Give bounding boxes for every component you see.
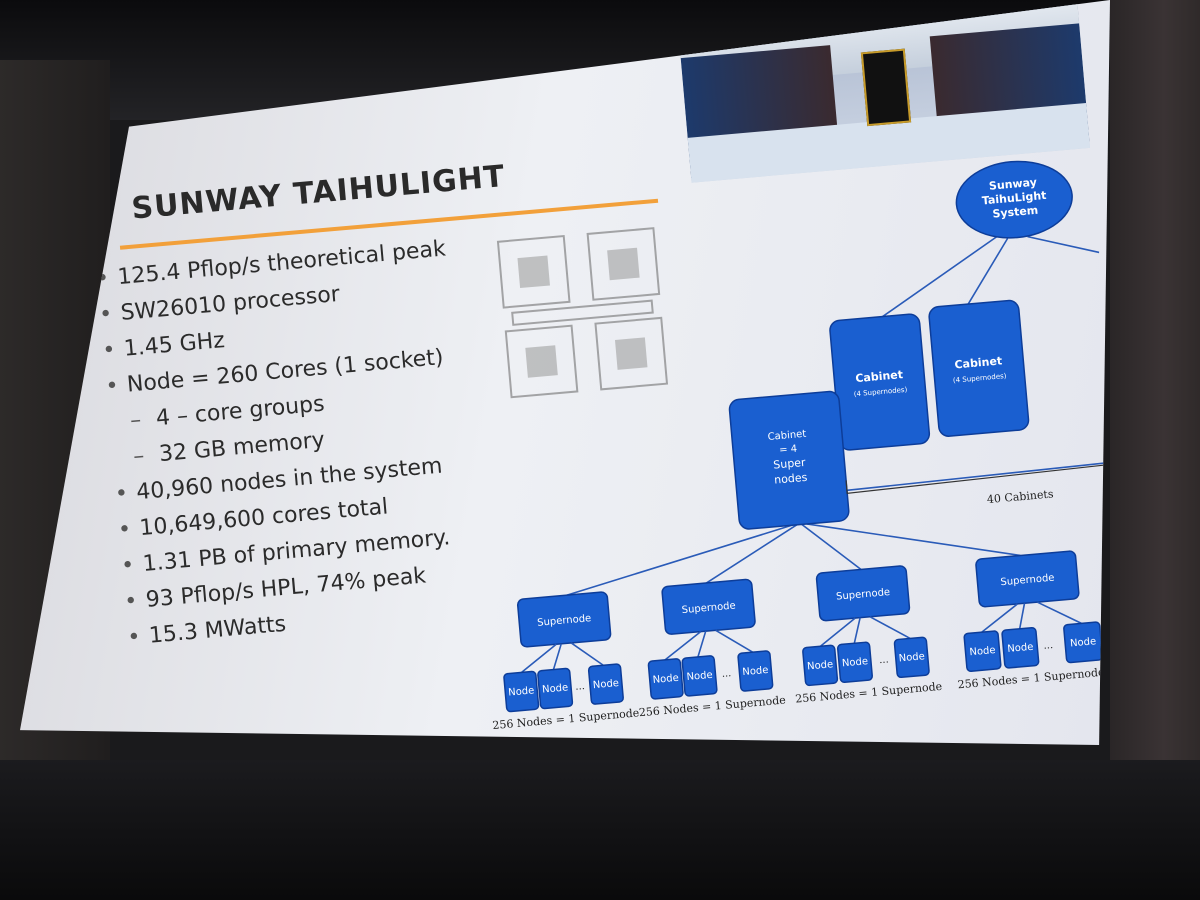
- supernode-box: [661, 578, 756, 635]
- system-line-1: Sunway: [988, 176, 1037, 193]
- cabinets-count-label: 40 Cabinets: [986, 487, 1054, 506]
- supernode-group-1: Supernode Node Node ... Node 256 Nodes =…: [492, 591, 640, 732]
- supernode-box: [516, 591, 612, 648]
- cabinets-bracket: [845, 463, 1110, 494]
- svg-text:Cabinet: Cabinet: [855, 368, 904, 385]
- supernode-group-4: Supernode Node Node ... Node 256 Nodes =…: [957, 550, 1105, 691]
- node-box: [503, 670, 540, 713]
- node-box: [537, 667, 574, 710]
- system-hierarchy-diagram: Sunway TaihuLight System Cabinet (4 Supe…: [492, 160, 1110, 732]
- projected-slide: SUNWAY TAIHULIGHT 125.4 Pflop/s theoreti…: [20, 0, 1110, 745]
- processor-diagram-sketch: [496, 227, 669, 399]
- supernode-label: Supernode: [537, 613, 592, 629]
- svg-text:Node: Node: [592, 678, 619, 691]
- svg-text:Node: Node: [969, 645, 996, 658]
- svg-text:nodes: nodes: [774, 471, 808, 487]
- node-box: [737, 650, 774, 692]
- node-box: [1001, 626, 1040, 669]
- cabinet-box: Cabinet (4 Supernodes): [928, 299, 1030, 437]
- svg-text:= 4: = 4: [779, 444, 798, 457]
- room-floor: [0, 760, 1200, 900]
- ellipsis: ...: [721, 668, 731, 680]
- ellipsis: ...: [575, 681, 585, 693]
- svg-text:Node: Node: [842, 656, 869, 669]
- svg-text:Node: Node: [742, 665, 769, 678]
- system-line-2: TaihuLight: [981, 189, 1047, 208]
- node-box: [963, 630, 1002, 672]
- svg-text:Node: Node: [686, 670, 713, 683]
- ellipsis: ...: [1043, 640, 1053, 652]
- supernode-label: Supernode: [836, 587, 891, 603]
- svg-text:Node: Node: [898, 651, 925, 664]
- supernode-label: Supernode: [1000, 573, 1055, 589]
- system-line-3: System: [992, 204, 1039, 221]
- svg-text:Node: Node: [508, 685, 535, 698]
- svg-text:Node: Node: [1070, 636, 1097, 649]
- node-box: [836, 641, 873, 684]
- node-box: [681, 655, 718, 697]
- supernode-box: [815, 565, 911, 622]
- node-box: [802, 644, 839, 687]
- supernode-box: [975, 550, 1080, 608]
- supernode-group-3: Supernode Node Node ... Node 256 Nodes =…: [795, 565, 943, 706]
- node-box: [893, 636, 930, 679]
- svg-text:Cabinet: Cabinet: [767, 429, 807, 443]
- svg-text:Node: Node: [652, 673, 679, 686]
- cabinet-box: Cabinet (4 Supernodes): [829, 313, 931, 451]
- diagram-edges: [566, 235, 1110, 596]
- ellipsis: ...: [879, 654, 889, 666]
- svg-text:Cabinet: Cabinet: [954, 354, 1003, 371]
- svg-text:Node: Node: [1007, 642, 1034, 655]
- node-box: [587, 663, 624, 705]
- node-box: [647, 658, 684, 700]
- supernode-group-2: Supernode Node Node ... Node 256 Nodes =…: [638, 578, 786, 719]
- slide-content: SUNWAY TAIHULIGHT 125.4 Pflop/s theoreti…: [20, 0, 1110, 745]
- system-ellipse: [955, 160, 1073, 239]
- room-wall-right: [1110, 0, 1200, 900]
- svg-text:Super: Super: [773, 456, 807, 472]
- supernode-label: Supernode: [681, 600, 736, 616]
- svg-text:Node: Node: [807, 659, 834, 672]
- cabinet-main-box: Cabinet = 4 Super nodes: [728, 390, 850, 530]
- svg-text:Node: Node: [542, 682, 569, 695]
